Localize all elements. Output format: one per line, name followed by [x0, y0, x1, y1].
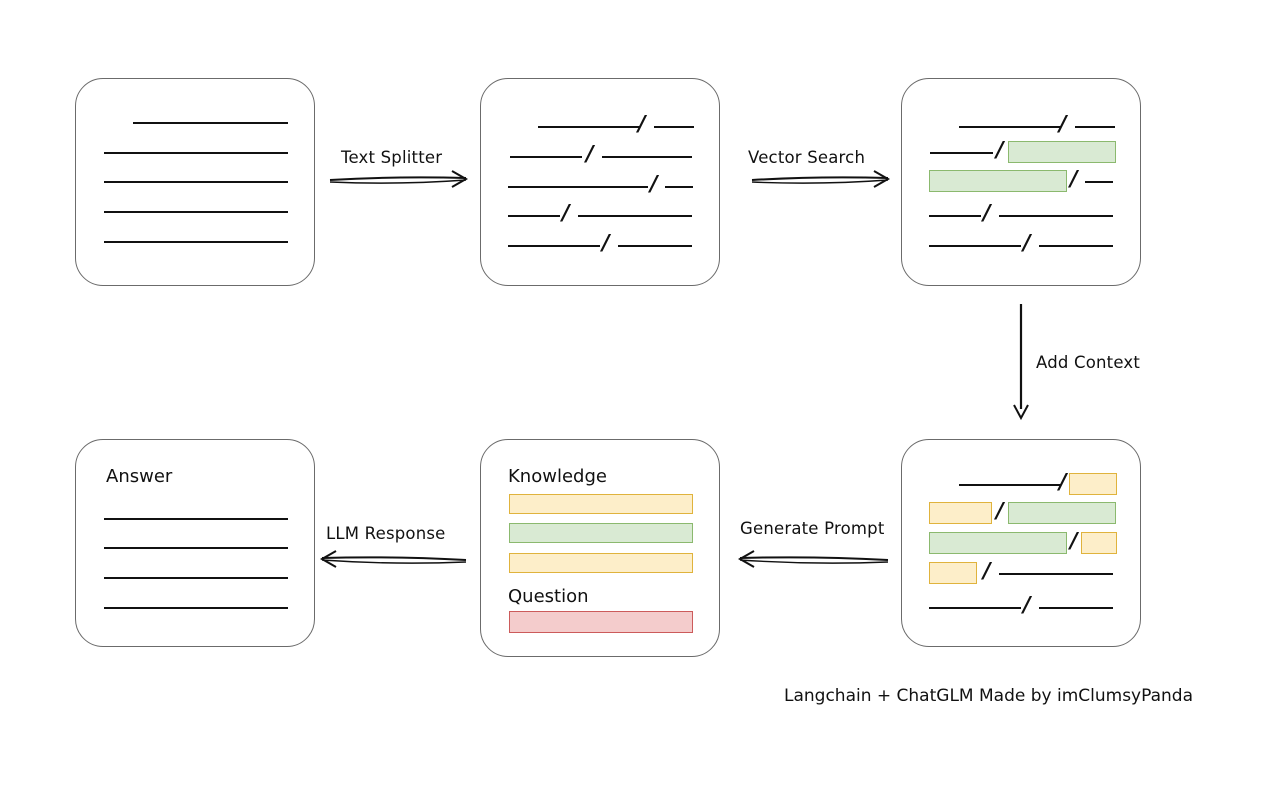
split-chunks-separator-slash: /	[602, 230, 610, 255]
vector-matched-chunks-text-line	[1075, 126, 1115, 128]
split-chunks-text-line	[510, 156, 582, 158]
vector-matched-chunks-separator-slash: /	[1059, 111, 1067, 136]
split-chunks-text-line	[578, 215, 692, 217]
split-chunks-separator-slash: /	[562, 200, 570, 225]
arrow-label-generate-prompt: Generate Prompt	[740, 519, 885, 538]
prompt-highlight-yellow	[509, 494, 693, 514]
context-added-chunks-highlight-green	[1008, 502, 1116, 524]
vector-matched-chunks-text-line	[929, 245, 1021, 247]
context-added-chunks-separator-slash: /	[1023, 592, 1031, 617]
source-document-text-line	[104, 241, 288, 243]
card-split-chunks	[480, 78, 720, 286]
credit-text: Langchain + ChatGLM Made by imClumsyPand…	[784, 686, 1193, 706]
split-chunks-text-line	[538, 126, 640, 128]
answer-label: Answer	[106, 466, 173, 487]
vector-matched-chunks-text-line	[930, 152, 993, 154]
split-chunks-separator-slash: /	[586, 141, 594, 166]
answer-text-line	[104, 547, 288, 549]
prompt-highlight-green	[509, 523, 693, 543]
prompt-highlight-yellow	[509, 553, 693, 573]
card-answer	[75, 439, 315, 647]
prompt-section-title-1: Question	[508, 586, 589, 607]
vector-matched-chunks-text-line	[1039, 245, 1113, 247]
split-chunks-text-line	[508, 215, 560, 217]
answer-text-line	[104, 518, 288, 520]
context-added-chunks-highlight-yellow	[929, 562, 977, 584]
vector-matched-chunks-highlight-green	[1008, 141, 1116, 163]
split-chunks-separator-slash: /	[650, 171, 658, 196]
source-document-text-line	[133, 122, 288, 124]
context-added-chunks-text-line	[1039, 607, 1113, 609]
arrow-label-llm-response: LLM Response	[326, 524, 446, 543]
source-document-text-line	[104, 181, 288, 183]
vector-matched-chunks-text-line	[959, 126, 1061, 128]
context-added-chunks-separator-slash: /	[996, 498, 1004, 523]
vector-matched-chunks-highlight-green	[929, 170, 1067, 192]
split-chunks-text-line	[508, 245, 600, 247]
split-chunks-text-line	[602, 156, 692, 158]
arrow-label-text-splitter: Text Splitter	[341, 148, 443, 167]
context-added-chunks-separator-slash: /	[1059, 469, 1067, 494]
vector-matched-chunks-text-line	[999, 215, 1113, 217]
context-added-chunks-highlight-green	[929, 532, 1067, 554]
split-chunks-text-line	[654, 126, 694, 128]
prompt-section-title-0: Knowledge	[508, 466, 607, 487]
context-added-chunks-separator-slash: /	[983, 558, 991, 583]
vector-matched-chunks-separator-slash: /	[983, 200, 991, 225]
split-chunks-text-line	[508, 186, 648, 188]
vector-matched-chunks-text-line	[929, 215, 981, 217]
source-document-text-line	[104, 211, 288, 213]
vector-matched-chunks-separator-slash: /	[1070, 166, 1078, 191]
arrow-label-add-context: Add Context	[1036, 353, 1141, 372]
context-added-chunks-highlight-yellow	[1069, 473, 1117, 495]
context-added-chunks-text-line	[929, 607, 1021, 609]
context-added-chunks-text-line	[959, 484, 1061, 486]
answer-text-line	[104, 607, 288, 609]
context-added-chunks-text-line	[999, 573, 1113, 575]
split-chunks-text-line	[665, 186, 693, 188]
context-added-chunks-highlight-yellow	[929, 502, 992, 524]
arrow-label-vector-search: Vector Search	[748, 148, 866, 167]
context-added-chunks-highlight-yellow	[1081, 532, 1117, 554]
source-document-text-line	[104, 152, 288, 154]
prompt-highlight-red	[509, 611, 693, 633]
vector-matched-chunks-separator-slash: /	[996, 137, 1004, 162]
split-chunks-text-line	[618, 245, 692, 247]
split-chunks-separator-slash: /	[638, 111, 646, 136]
answer-text-line	[104, 577, 288, 579]
vector-matched-chunks-separator-slash: /	[1023, 230, 1031, 255]
context-added-chunks-separator-slash: /	[1070, 528, 1078, 553]
vector-matched-chunks-text-line	[1085, 181, 1113, 183]
